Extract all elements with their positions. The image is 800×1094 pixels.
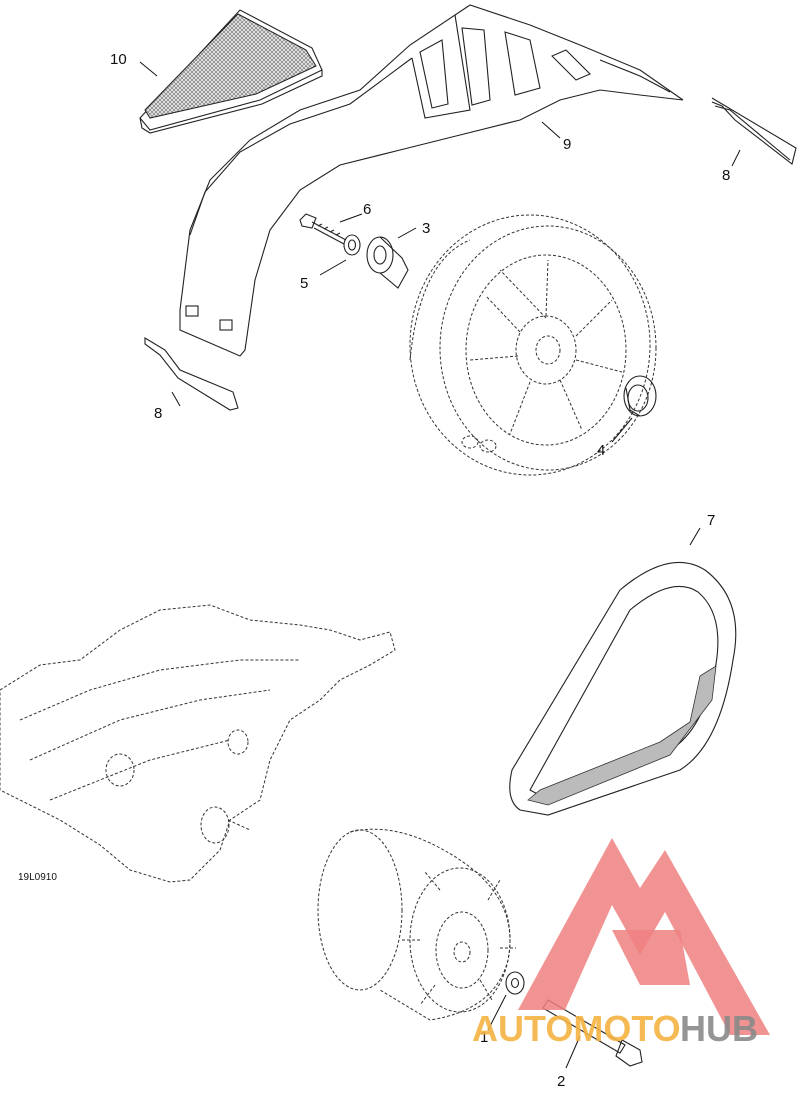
mesh-pad-part xyxy=(139,9,323,134)
washer-part-lower xyxy=(505,971,525,995)
bolt-part-upper xyxy=(299,213,347,245)
callout-10: 10 xyxy=(110,51,127,68)
engine-part xyxy=(0,604,396,883)
drive-belt-part xyxy=(509,561,737,816)
callout-8-lower: 8 xyxy=(154,405,162,422)
leader-lines xyxy=(139,61,741,1069)
watermark-logo: AUTOMOTO HUB xyxy=(472,838,770,1049)
retaining-clip-part-upper xyxy=(711,97,797,165)
callout-9: 9 xyxy=(563,136,571,153)
watermark-text-part2: HUB xyxy=(680,1008,758,1049)
driven-pulley-part xyxy=(409,214,657,476)
drive-pulley-part xyxy=(317,828,516,1021)
washer-part-upper xyxy=(343,234,361,256)
watermark-text-part1: AUTOMOTO xyxy=(472,1008,681,1049)
spacer-part xyxy=(366,236,409,289)
callout-1: 1 xyxy=(480,1029,488,1046)
callout-4: 4 xyxy=(597,442,605,459)
reference-code: 19L0910 xyxy=(18,872,57,883)
belt-guard-part xyxy=(179,4,684,357)
callout-8-upper: 8 xyxy=(722,167,730,184)
callout-6: 6 xyxy=(363,201,371,218)
washer-part-lower-right xyxy=(623,375,657,417)
callout-3: 3 xyxy=(422,220,430,237)
retaining-clip-part-lower xyxy=(144,337,239,411)
callout-2: 2 xyxy=(557,1073,565,1090)
callout-5: 5 xyxy=(300,275,308,292)
callout-7: 7 xyxy=(707,512,715,529)
